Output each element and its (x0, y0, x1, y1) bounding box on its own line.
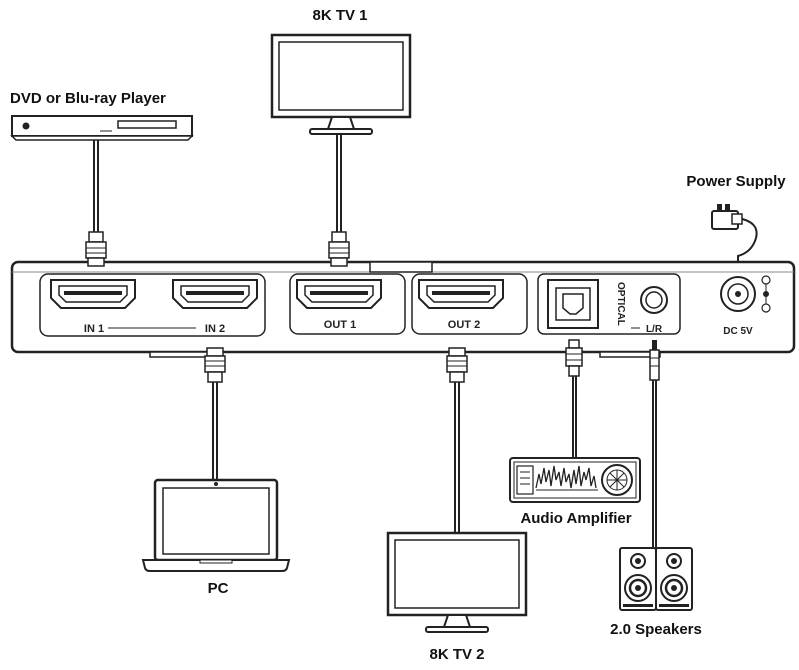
pc-device: PC (141, 478, 291, 597)
monitor-icon (270, 33, 412, 136)
monitor-icon (386, 531, 528, 634)
laptop-icon (141, 478, 291, 572)
port-label-in2: IN 2 (205, 323, 225, 335)
tv1-device: 8K TV 1 (270, 7, 412, 136)
hdmi-plug-out2 (446, 347, 468, 383)
hdmi-port-icon (296, 279, 382, 309)
hdmi-switch-unit: IN 1 IN 2 OUT 1 OUT 2 OPTICAL L/R (10, 260, 796, 358)
hdmi-port-icon (172, 279, 258, 309)
speaker-icon (619, 547, 657, 611)
cable-power (737, 217, 758, 278)
audio-plug (649, 340, 660, 381)
port-label-out2: OUT 2 (448, 319, 480, 331)
disc-player-icon (10, 115, 194, 141)
port-label-dc: DC 5V (723, 326, 753, 337)
cable-lines (93, 124, 758, 548)
tv2-device: 8K TV 2 (386, 531, 528, 663)
optical-plug (565, 339, 583, 377)
amplifier-icon (509, 457, 641, 503)
device-label-speakers: 2.0 Speakers (610, 621, 702, 638)
hdmi-port-icon (50, 279, 136, 309)
disc-player-device: DVD or Blu-ray Player (10, 90, 194, 141)
optical-port-icon (547, 279, 599, 329)
hdmi-plug-in2 (204, 347, 226, 383)
power-supply-device: Power Supply (686, 173, 786, 230)
power-adapter-icon (711, 204, 743, 230)
device-label-tv1: 8K TV 1 (312, 7, 367, 24)
speaker-icon (655, 547, 693, 611)
device-label-pc: PC (208, 580, 229, 597)
polarity-icon (761, 275, 771, 313)
device-label-amplifier: Audio Amplifier (520, 510, 631, 527)
port-label-in1: IN 1 (84, 323, 104, 335)
device-label-tv2: 8K TV 2 (429, 646, 484, 663)
device-label-player: DVD or Blu-ray Player (10, 90, 166, 107)
plugs (85, 231, 660, 383)
amplifier-device: Audio Amplifier (509, 457, 641, 527)
audio-jack-icon (640, 286, 668, 314)
port-label-optical: OPTICAL (615, 282, 626, 326)
hdmi-port-icon (418, 279, 504, 309)
hdmi-plug-out1 (328, 231, 350, 267)
port-label-lr: L/R (646, 324, 663, 335)
hdmi-plug-in1 (85, 231, 107, 267)
device-label-power: Power Supply (686, 173, 786, 190)
speakers-device: 2.0 Speakers (610, 547, 702, 638)
dc-jack-icon (720, 276, 756, 312)
port-label-out1: OUT 1 (324, 319, 356, 331)
